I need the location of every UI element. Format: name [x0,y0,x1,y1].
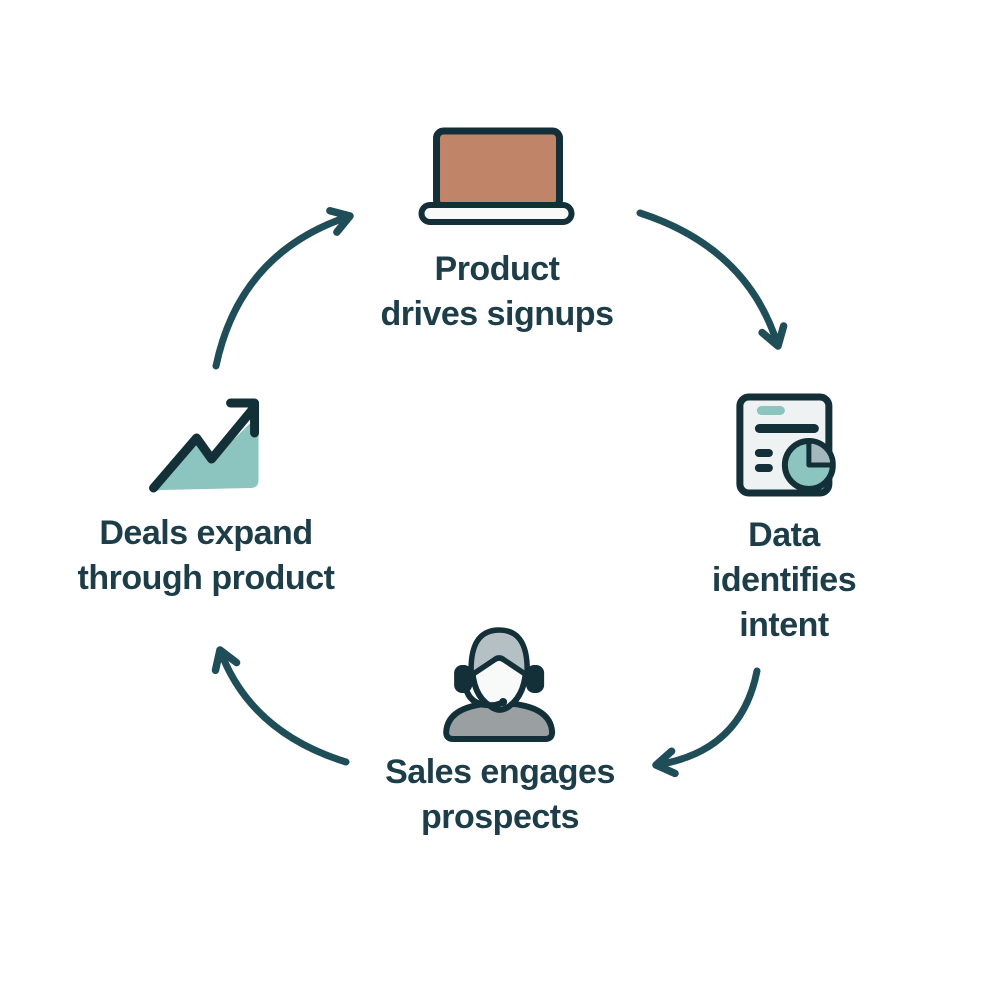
stage-data: Data identifies intent [711,390,857,648]
arrow-data-to-sales [652,667,761,778]
stage-data-label: Data identifies intent [711,516,857,644]
arrow-sales-to-deals [211,646,350,766]
stage-deals: Deals expand through product [78,392,335,601]
arrow-product-to-data [636,209,788,350]
report-pie-chart-icon [736,393,836,497]
stage-sales: Sales engages prospects [385,618,615,840]
sales-agent-headset-icon [443,627,555,742]
stage-product: Product drives signups [381,124,614,337]
stage-product-label: Product drives signups [380,250,614,333]
arrow-deals-to-product [212,207,354,370]
stage-deals-label: Deals expand through product [77,514,335,597]
laptop-icon [419,127,575,225]
stage-sales-label: Sales engages prospects [385,753,615,836]
growth-arrow-chart-icon [148,398,259,493]
